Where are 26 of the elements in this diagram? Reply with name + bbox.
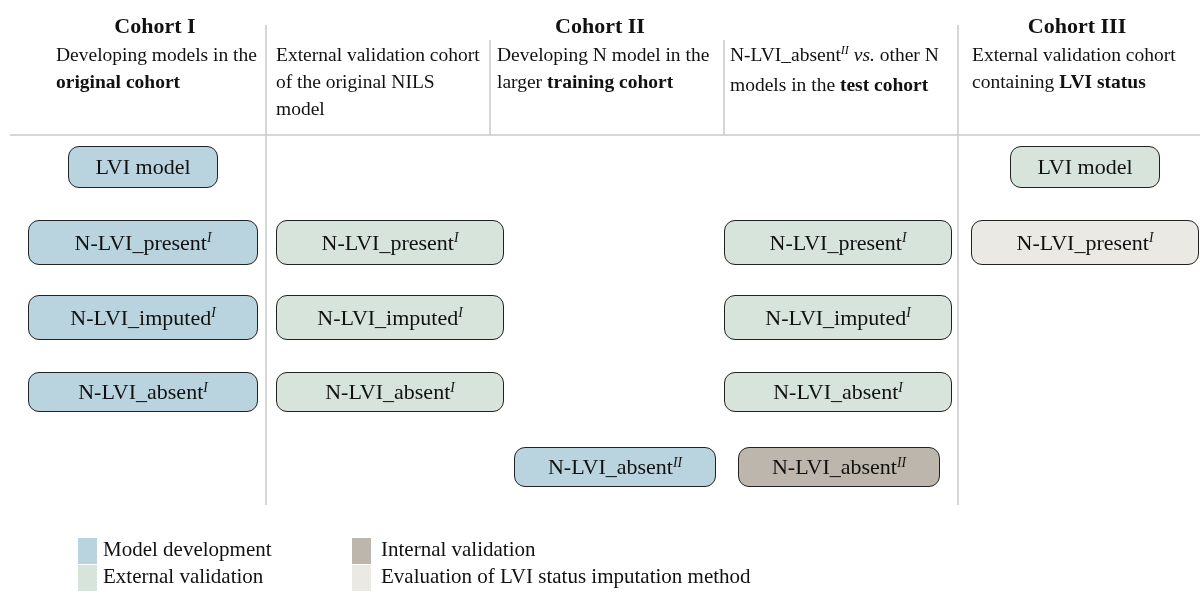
column-description: N-LVI_absent$^{II}$ vs. other N models in the test cohort bbox=[730, 42, 940, 97]
model-box: LVI model bbox=[68, 146, 218, 188]
column-heading: Cohort III bbox=[1026, 12, 1128, 39]
column-heading: Cohort I bbox=[113, 12, 197, 39]
model-box: N-LVI_absent$^{II}$ bbox=[738, 447, 940, 487]
column-description: External validation cohort of the original NILS model bbox=[276, 43, 481, 121]
model-box: N-LVI_absent$^{I}$ bbox=[28, 372, 258, 412]
legend-label: Evaluation of LVI status imputation method bbox=[381, 563, 751, 589]
model-box: N-LVI_absent$^{I}$ bbox=[724, 372, 952, 412]
model-box: LVI model bbox=[1010, 146, 1160, 188]
legend-label: Model development bbox=[103, 536, 272, 562]
model-box: N-LVI_present$^{I}$ bbox=[276, 220, 504, 265]
legend-label: External validation bbox=[103, 563, 264, 589]
model-box: N-LVI_imputed$^{I}$ bbox=[724, 295, 952, 340]
model-box: N-LVI_present$^{I}$ bbox=[971, 220, 1199, 265]
model-box: N-LVI_present$^{I}$ bbox=[28, 220, 258, 265]
column-heading: Cohort II bbox=[554, 12, 646, 39]
column-description: Developing N model in the larger training cohort bbox=[497, 43, 711, 94]
legend-label: Internal validation bbox=[381, 536, 536, 562]
model-box: N-LVI_imputed$^{I}$ bbox=[276, 295, 504, 340]
model-box: N-LVI_absent$^{II}$ bbox=[514, 447, 716, 487]
model-box: N-LVI_present$^{I}$ bbox=[724, 220, 952, 265]
model-box: N-LVI_imputed$^{I}$ bbox=[28, 295, 258, 340]
column-description: External validation cohort containing LVI status bbox=[972, 43, 1177, 94]
model-box: N-LVI_absent$^{I}$ bbox=[276, 372, 504, 412]
column-description: Developing models in the original cohort bbox=[56, 43, 258, 94]
